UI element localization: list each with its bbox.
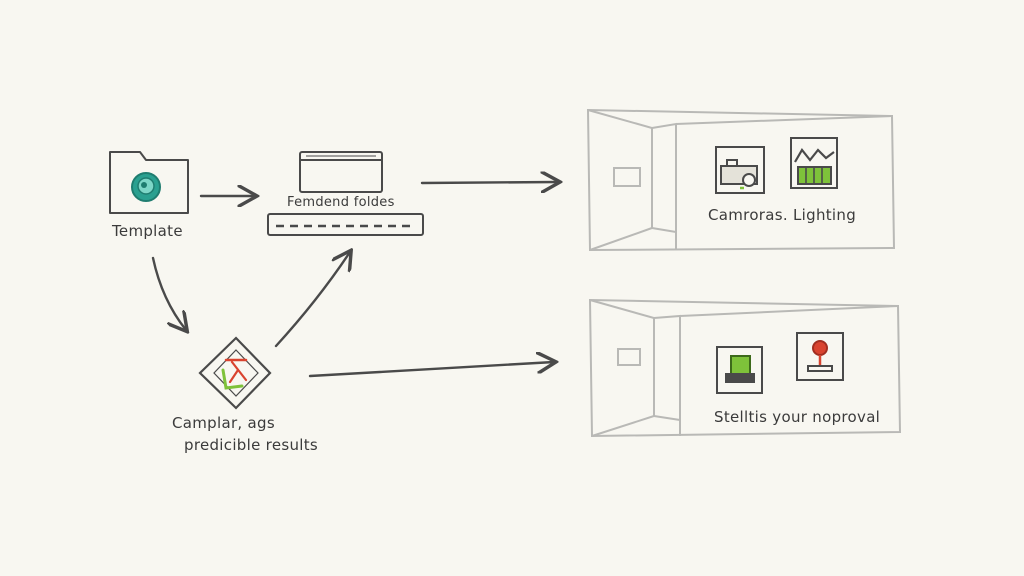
arrow-campaign-to-folder bbox=[274, 252, 350, 348]
arrow-template-to-campaign bbox=[151, 256, 186, 330]
map-pin-icon bbox=[796, 332, 844, 381]
campaign-label-line2: predicible results bbox=[184, 436, 319, 454]
bottom-box bbox=[588, 298, 902, 438]
campaign-label-line1: Camplar, ags bbox=[172, 414, 275, 432]
image-diamond-icon bbox=[198, 336, 272, 410]
template-label: Template bbox=[112, 222, 183, 240]
green-block-icon bbox=[716, 346, 763, 394]
top-box-label: Camroras. Lighting bbox=[708, 206, 857, 224]
bottom-box-label: Stelltis your noproval bbox=[714, 408, 881, 426]
arrow-folder-to-top-box bbox=[420, 182, 558, 183]
folder-tray-icon bbox=[267, 151, 424, 236]
feature-folder-label: Femdend foldes bbox=[287, 195, 395, 210]
top-box bbox=[586, 108, 896, 252]
folder-icon bbox=[109, 151, 189, 214]
lighting-chart-icon bbox=[790, 137, 838, 189]
arrow-campaign-to-bottom-box bbox=[308, 362, 554, 378]
camera-icon bbox=[715, 146, 765, 194]
